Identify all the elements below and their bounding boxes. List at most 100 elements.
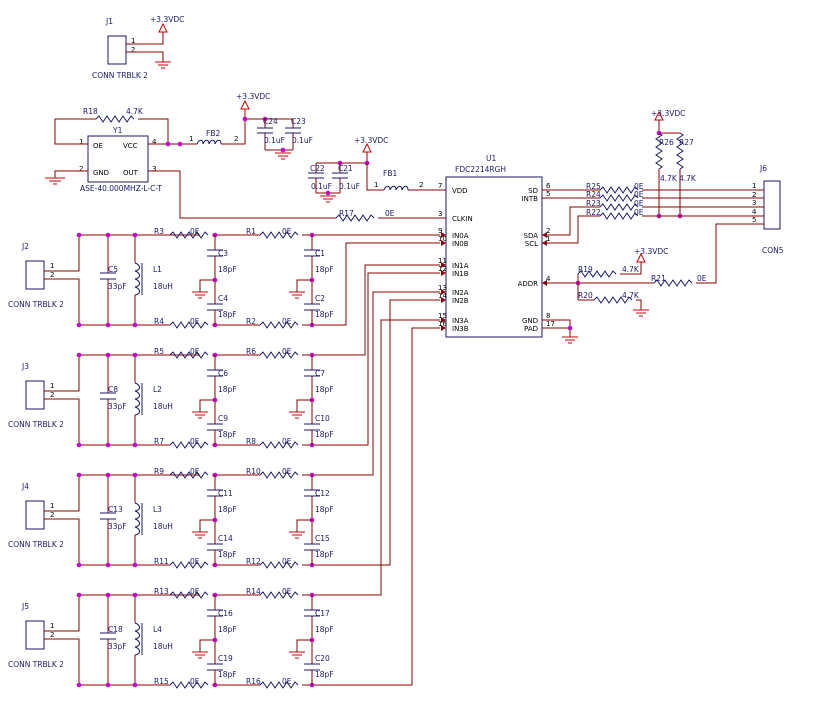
resistor-r9: [169, 471, 209, 479]
inductor-ref: L2: [153, 385, 162, 394]
resistor-value: 0E: [282, 227, 292, 236]
c24-value: 0.1uF: [264, 136, 285, 145]
resistor-ref: R10: [246, 467, 261, 476]
resistor-value: 0E: [282, 437, 292, 446]
u1-pin-name: IN1B: [452, 270, 469, 278]
resistor-value: 0E: [190, 677, 200, 686]
resistor-r11: [169, 561, 209, 569]
u1-pin-name: IN0A: [452, 232, 469, 240]
u1-ref: U1: [486, 154, 496, 163]
resistor-r10: [259, 471, 299, 479]
c22-ref: C22: [310, 164, 325, 173]
power-label-addr: +3.3VDC: [634, 247, 668, 256]
ground-icon: [192, 291, 208, 299]
ground-icon: [289, 291, 305, 299]
resistor-value: 0E: [282, 677, 292, 686]
resistor-ref: R15: [154, 677, 169, 686]
capacitor-value: 18pF: [315, 505, 334, 514]
connector-name: CONN TRBLK 2: [8, 420, 64, 429]
u1-pin-name: VDD: [452, 187, 468, 195]
j6-pin2: 2: [752, 191, 756, 199]
pin-arrow-icon: [441, 270, 446, 276]
resistor-r2: [259, 321, 299, 329]
resistor-r14: [259, 591, 299, 599]
capacitor-ref: C20: [315, 654, 330, 663]
capacitor-value: 18pF: [315, 550, 334, 559]
capacitor-value: 18pF: [218, 670, 237, 679]
connector-pin: 1: [50, 622, 54, 630]
power-arrow-icon: [240, 99, 250, 110]
tank-capacitor-ref: C13: [108, 505, 123, 514]
capacitor-ref: C3: [218, 249, 228, 258]
capacitor-ref: C10: [315, 414, 330, 423]
inductor-icon: [134, 622, 140, 656]
resistor-value: 0E: [282, 587, 292, 596]
resistor-ref: R24: [586, 190, 601, 199]
pin-arrow-icon: [441, 240, 446, 246]
u1-pin-num: 3: [438, 210, 442, 218]
tank-capacitor-ref: C18: [108, 625, 123, 634]
resistor-ref: R23: [586, 199, 601, 208]
resistor-r20: [593, 296, 633, 304]
r27-ref: R27: [679, 138, 694, 147]
power-label-fb2: +3.3VDC: [236, 92, 270, 101]
resistor-value: 0E: [282, 347, 292, 356]
fb2-ref: FB2: [206, 129, 220, 138]
u1-pin-num: 4: [546, 275, 551, 283]
resistor-r18: [95, 115, 135, 123]
u1-pin-name: ADDR: [518, 280, 539, 288]
u1-pin-name: SCL: [525, 240, 538, 248]
resistor-ref: R7: [154, 437, 164, 446]
resistor-r21: [653, 279, 693, 287]
resistor-r22: [599, 212, 639, 220]
capacitor-ref: C2: [315, 294, 325, 303]
u1-pin-name: IN2A: [452, 289, 469, 297]
connector-j1: J1 1 2 CONN TRBLK 2: [92, 17, 148, 80]
pin-arrow-icon: [441, 262, 446, 268]
resistor-ref: R3: [154, 227, 164, 236]
resistor-r13: [169, 591, 209, 599]
u1-pin-name: GND: [522, 317, 538, 325]
resistor-ref: R4: [154, 317, 164, 326]
capacitor-ref: C15: [315, 534, 330, 543]
inductor-ref: L3: [153, 505, 162, 514]
capacitor-value: 18pF: [218, 625, 237, 634]
capacitor-value: 18pF: [218, 550, 237, 559]
resistor-ref: R6: [246, 347, 256, 356]
connector-ref: J5: [21, 602, 29, 611]
inductor-value: 18uH: [153, 642, 173, 651]
capacitor-ref: C1: [315, 249, 325, 258]
power-arrow-icon: [362, 142, 372, 153]
tank-capacitor-value: 33pF: [108, 642, 127, 651]
connector-name: CONN TRBLK 2: [8, 540, 64, 549]
resistor-value: 0E: [190, 467, 200, 476]
u1-pin-num: 5: [546, 190, 550, 198]
resistor-value: 0E: [634, 208, 644, 217]
power-label-fb1: +3.3VDC: [354, 136, 388, 145]
ground-icon: [562, 336, 578, 344]
connector-pin: 2: [50, 271, 54, 279]
resistor-r26: [655, 132, 663, 170]
connector-ref: J2: [21, 242, 29, 251]
u1-pin-num: 1: [546, 235, 550, 243]
resistor-r19: [577, 270, 617, 278]
tank-capacitor-value: 33pF: [108, 402, 127, 411]
y1-pin-gnd: GND: [93, 169, 109, 177]
y1-pin-vcc: VCC: [123, 142, 138, 150]
y1-pinnum-1: 1: [79, 138, 83, 146]
inductor-icon: [134, 502, 140, 536]
c22-value: 0.1uF: [311, 182, 332, 191]
capacitor-value: 18pF: [315, 430, 334, 439]
inductor-icon: [134, 382, 140, 416]
resistor-r23: [599, 203, 639, 211]
resistor-ref: R12: [246, 557, 261, 566]
j6-ref: J6: [759, 164, 767, 173]
r27-value: 4.7K: [679, 174, 697, 183]
resistor-ref: R16: [246, 677, 261, 686]
inductor-value: 18uH: [153, 522, 173, 531]
ground-icon: [192, 531, 208, 539]
j6-pin3: 3: [752, 199, 756, 207]
